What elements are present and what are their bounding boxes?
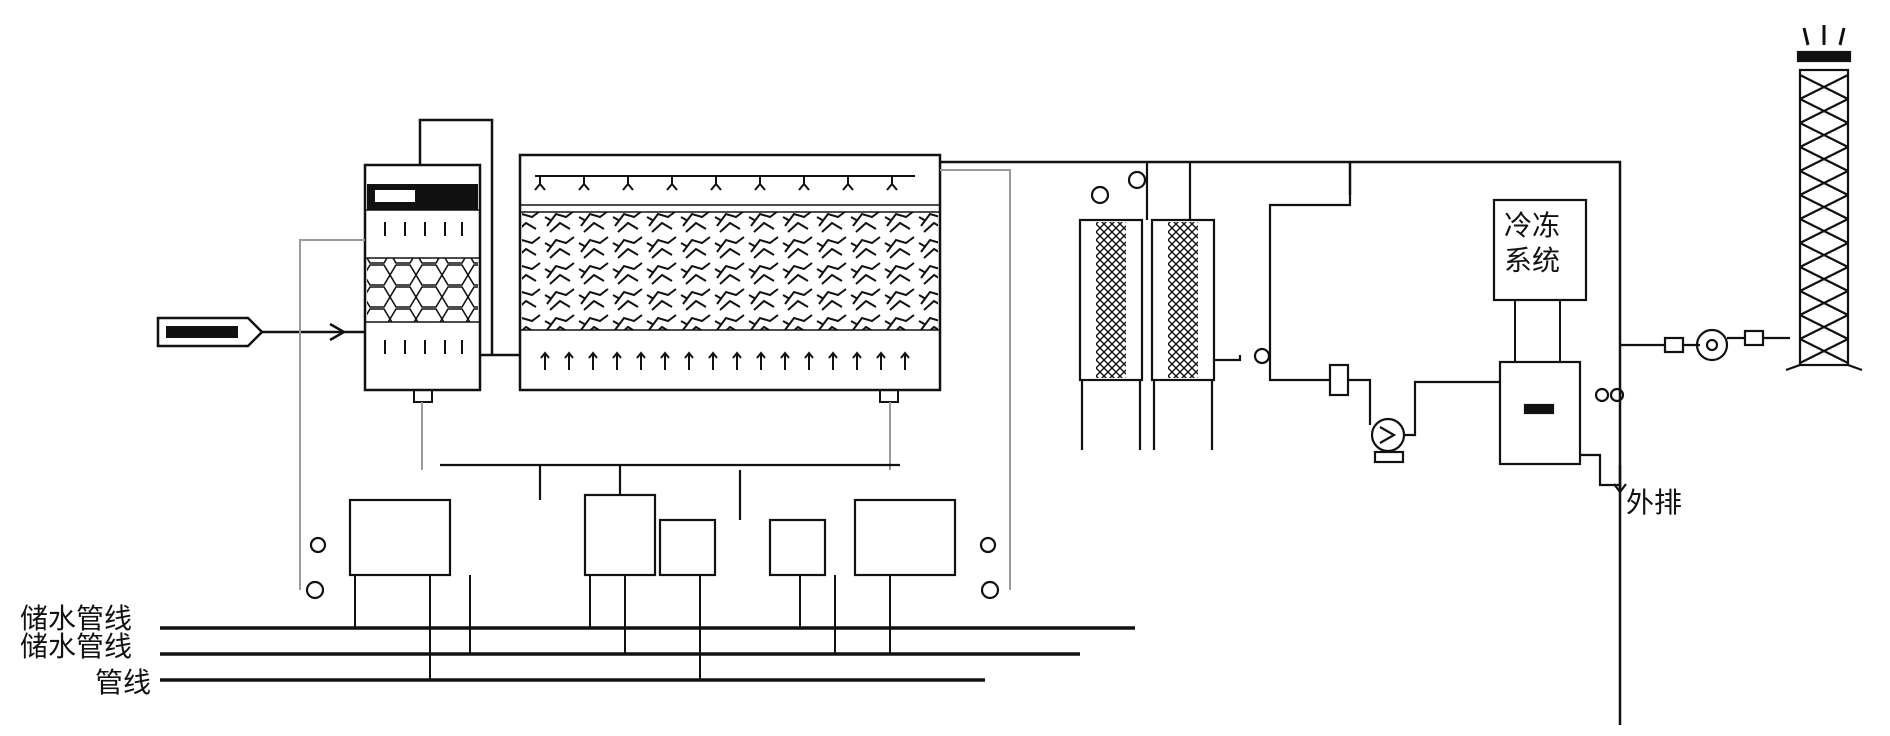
inlet-gas-box	[156, 316, 365, 348]
gas-riser-icon	[708, 351, 718, 370]
bottom-equipment	[305, 463, 1000, 600]
receiving-tank	[1498, 360, 1627, 494]
honeycomb-packing	[367, 258, 478, 322]
gas-riser-icon	[876, 351, 886, 370]
gas-duct	[418, 118, 1622, 725]
fan-icon	[1695, 328, 1729, 362]
spray-nozzle-icon	[842, 176, 854, 191]
outlet-label: 外排	[1626, 486, 1682, 519]
pipeline-2-label: 储水管线	[20, 630, 132, 663]
gas-riser-icon	[804, 351, 814, 370]
spray-nozzle-icon	[754, 176, 766, 191]
gas-riser-icon	[780, 351, 790, 370]
pretreatment-tower	[363, 163, 482, 403]
gas-riser-icon	[636, 351, 646, 370]
spray-nozzle-icon	[798, 176, 810, 191]
spray-nozzle-icon	[666, 176, 678, 191]
gas-riser-icon	[660, 351, 670, 370]
gas-riser-icon	[900, 351, 910, 370]
condenser-line	[1268, 195, 1500, 464]
freeze-system: 冷冻 系统	[1492, 198, 1588, 362]
exhaust-fan	[1620, 328, 1790, 362]
spray-nozzle-icon	[886, 176, 898, 191]
spray-nozzle-icon	[578, 176, 590, 191]
ion-exchange-columns	[1078, 162, 1271, 450]
pipeline-3-label: 管线	[95, 666, 151, 699]
spray-nozzle-icon	[710, 176, 722, 191]
spray-nozzle-icon	[534, 176, 546, 191]
gas-riser-icon	[588, 351, 598, 370]
pipeline-1-label: 储水管线	[20, 602, 132, 635]
gas-riser-icon	[684, 351, 694, 370]
gas-riser-icon	[732, 351, 742, 370]
gas-riser-icon	[564, 351, 574, 370]
pump-icon	[1370, 417, 1406, 453]
inlet-arrow-icon	[329, 322, 347, 342]
storage-pipelines	[160, 626, 1135, 682]
gas-riser-icon	[540, 351, 550, 370]
freeze-system-label-1: 冷冻	[1504, 209, 1560, 242]
random-packing	[522, 212, 938, 330]
main-scrubber	[480, 153, 942, 403]
gas-riser-icon	[852, 351, 862, 370]
freeze-system-label-2: 系统	[1504, 244, 1560, 277]
gas-riser-icon	[612, 351, 622, 370]
pipeline-drops	[354, 575, 891, 680]
gas-riser-icon	[828, 351, 838, 370]
circulation-lines	[299, 169, 1011, 590]
exhaust-stack	[1785, 25, 1863, 372]
spray-nozzles	[534, 176, 898, 191]
spray-nozzle-icon	[622, 176, 634, 191]
gas-riser-icon	[756, 351, 766, 370]
gas-risers	[540, 351, 910, 370]
